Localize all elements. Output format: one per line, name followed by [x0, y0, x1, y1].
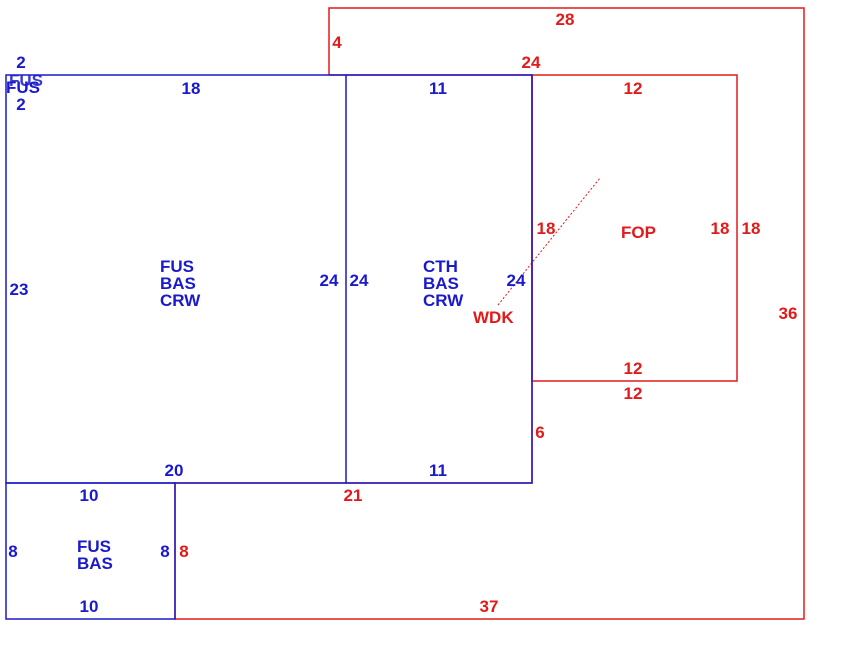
dim-cth-right: 24 — [507, 271, 526, 290]
wdk-label: WDK — [473, 308, 514, 327]
dim-fop-top: 12 — [624, 79, 643, 98]
deck-dimensions: 28 4 24 12 18 18 18 36 12 12 6 21 8 37 — [179, 10, 797, 616]
corner-tag-text: FUS — [6, 78, 40, 97]
dim-small-left: 8 — [8, 542, 17, 561]
corner-tag: FUS FUS — [6, 71, 43, 97]
dim-deck-step: 24 — [522, 53, 541, 72]
dim-deck-left-top: 4 — [332, 33, 342, 52]
dim-deck-mid: 6 — [535, 423, 544, 442]
dim-small-top: 10 — [80, 486, 99, 505]
dim-main-top: 18 — [182, 79, 201, 98]
dim-fop-bottom: 12 — [624, 359, 643, 378]
main-label-3: CRW — [160, 291, 201, 310]
corner-tag-overlap: FUS — [9, 71, 43, 90]
main-label-1: FUS — [160, 257, 194, 276]
dim-main-right: 24 — [320, 271, 339, 290]
dim-cth-top: 11 — [429, 79, 447, 98]
cth-label-2: BAS — [423, 274, 459, 293]
main-section-outline — [5, 74, 347, 484]
dim-fop-bottom-outer: 12 — [624, 384, 643, 403]
cth-section-outline — [346, 74, 533, 484]
dim-deck-mid-bottom: 21 — [344, 486, 363, 505]
section-labels: FUS BAS CRW CTH BAS CRW FUS BAS — [77, 257, 464, 573]
fop-label: FOP — [621, 223, 656, 242]
dim-small-right: 8 — [160, 542, 169, 561]
deck-labels: FOP WDK — [473, 223, 656, 327]
dim-main-bottom: 20 — [165, 461, 184, 480]
wdk-diagonal — [497, 177, 601, 306]
dim-fop-left: 18 — [537, 219, 556, 238]
dim-deck-right: 36 — [779, 304, 798, 323]
cth-label-1: CTH — [423, 257, 458, 276]
main-label-2: BAS — [160, 274, 196, 293]
small-label-2: BAS — [77, 554, 113, 573]
small-label-1: FUS — [77, 537, 111, 556]
dim-small-bottom: 10 — [80, 597, 99, 616]
dim-cth-bottom: 11 — [429, 461, 447, 480]
dim-top-tiny-b: 2 — [16, 95, 25, 114]
dim-top-tiny: 2 — [16, 53, 25, 72]
dim-main-left: 23 — [10, 280, 29, 299]
dim-deck-lower-left: 8 — [179, 542, 188, 561]
cth-label-3: CRW — [423, 291, 464, 310]
dim-fop-right-outer: 18 — [742, 219, 761, 238]
dim-deck-top: 28 — [556, 10, 575, 29]
dim-fop-right: 18 — [711, 219, 730, 238]
dim-cth-left: 24 — [350, 271, 369, 290]
small-section-outline — [5, 482, 176, 620]
building-outlines — [5, 74, 533, 620]
dim-deck-bottom: 37 — [480, 597, 499, 616]
building-dimensions: 2 2 18 11 23 24 24 24 20 11 10 8 8 10 — [8, 53, 526, 616]
